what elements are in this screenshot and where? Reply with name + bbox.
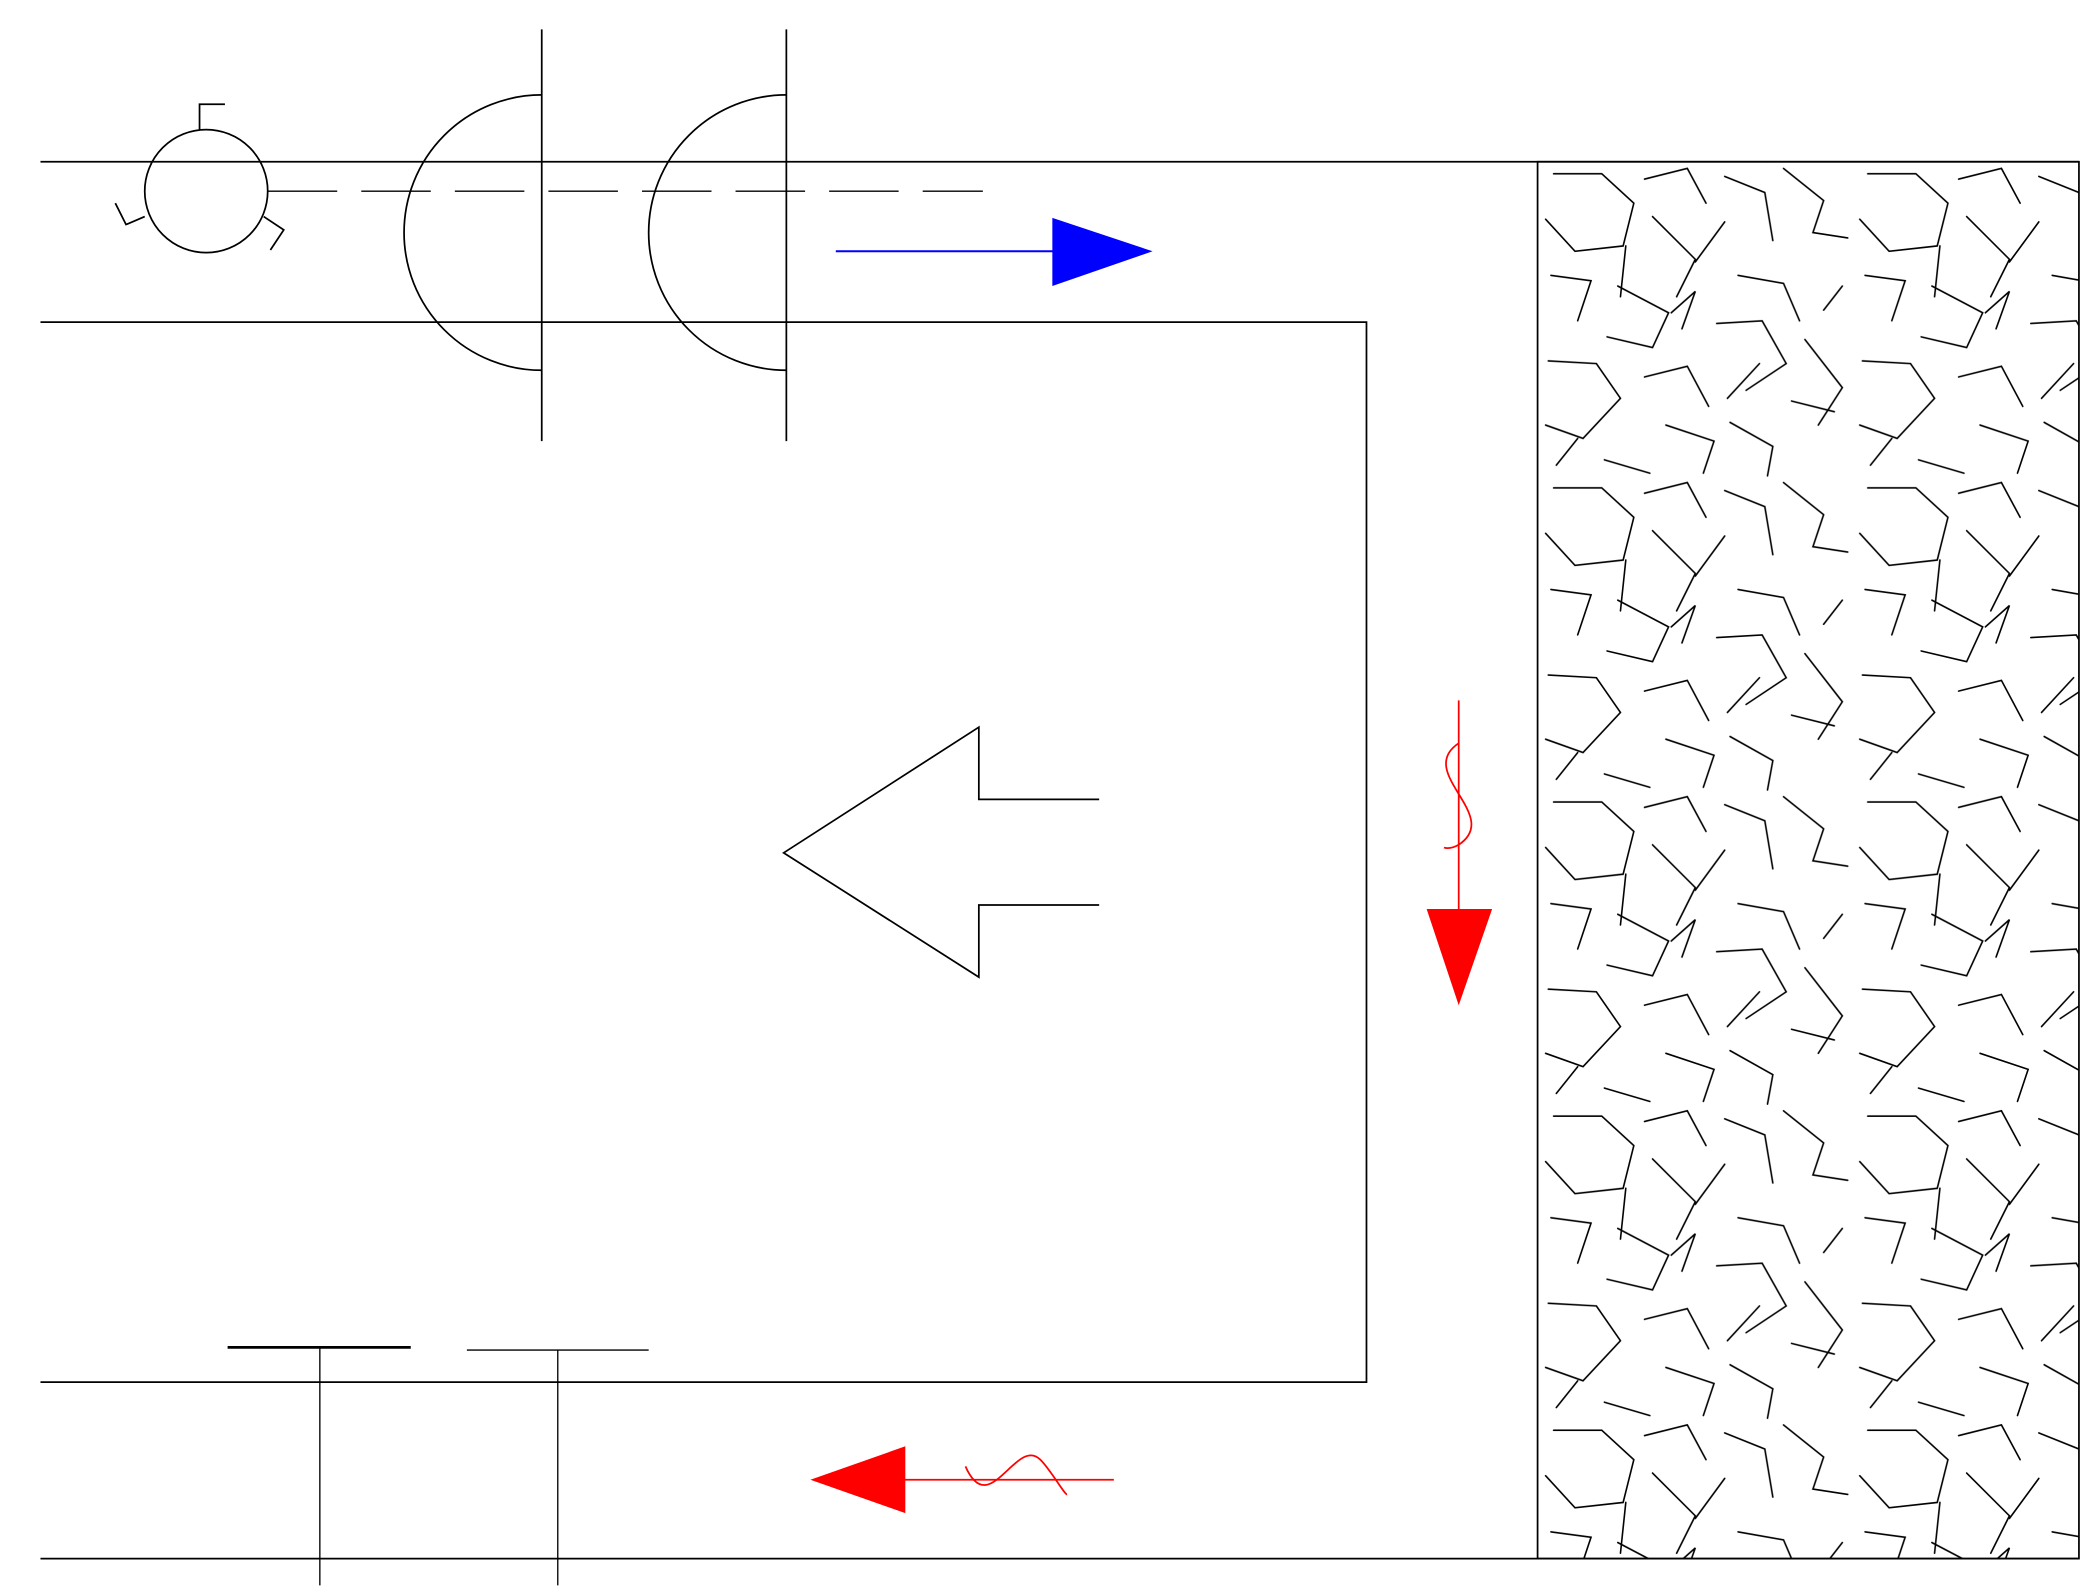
arrow-left-icon [782, 725, 1100, 979]
damper-icon [647, 29, 788, 442]
fan-icon [114, 103, 285, 254]
heat-arrow-down-icon [1426, 700, 1493, 1006]
support-post [466, 1349, 649, 1586]
insulation-hatch-icon [1536, 160, 2080, 1560]
heat-arrow-left-icon [810, 1446, 1114, 1514]
arrow-right-icon [835, 217, 1153, 287]
damper-icon [403, 29, 543, 442]
support-post [227, 1346, 411, 1586]
duct-inner-wall [40, 321, 1368, 1384]
